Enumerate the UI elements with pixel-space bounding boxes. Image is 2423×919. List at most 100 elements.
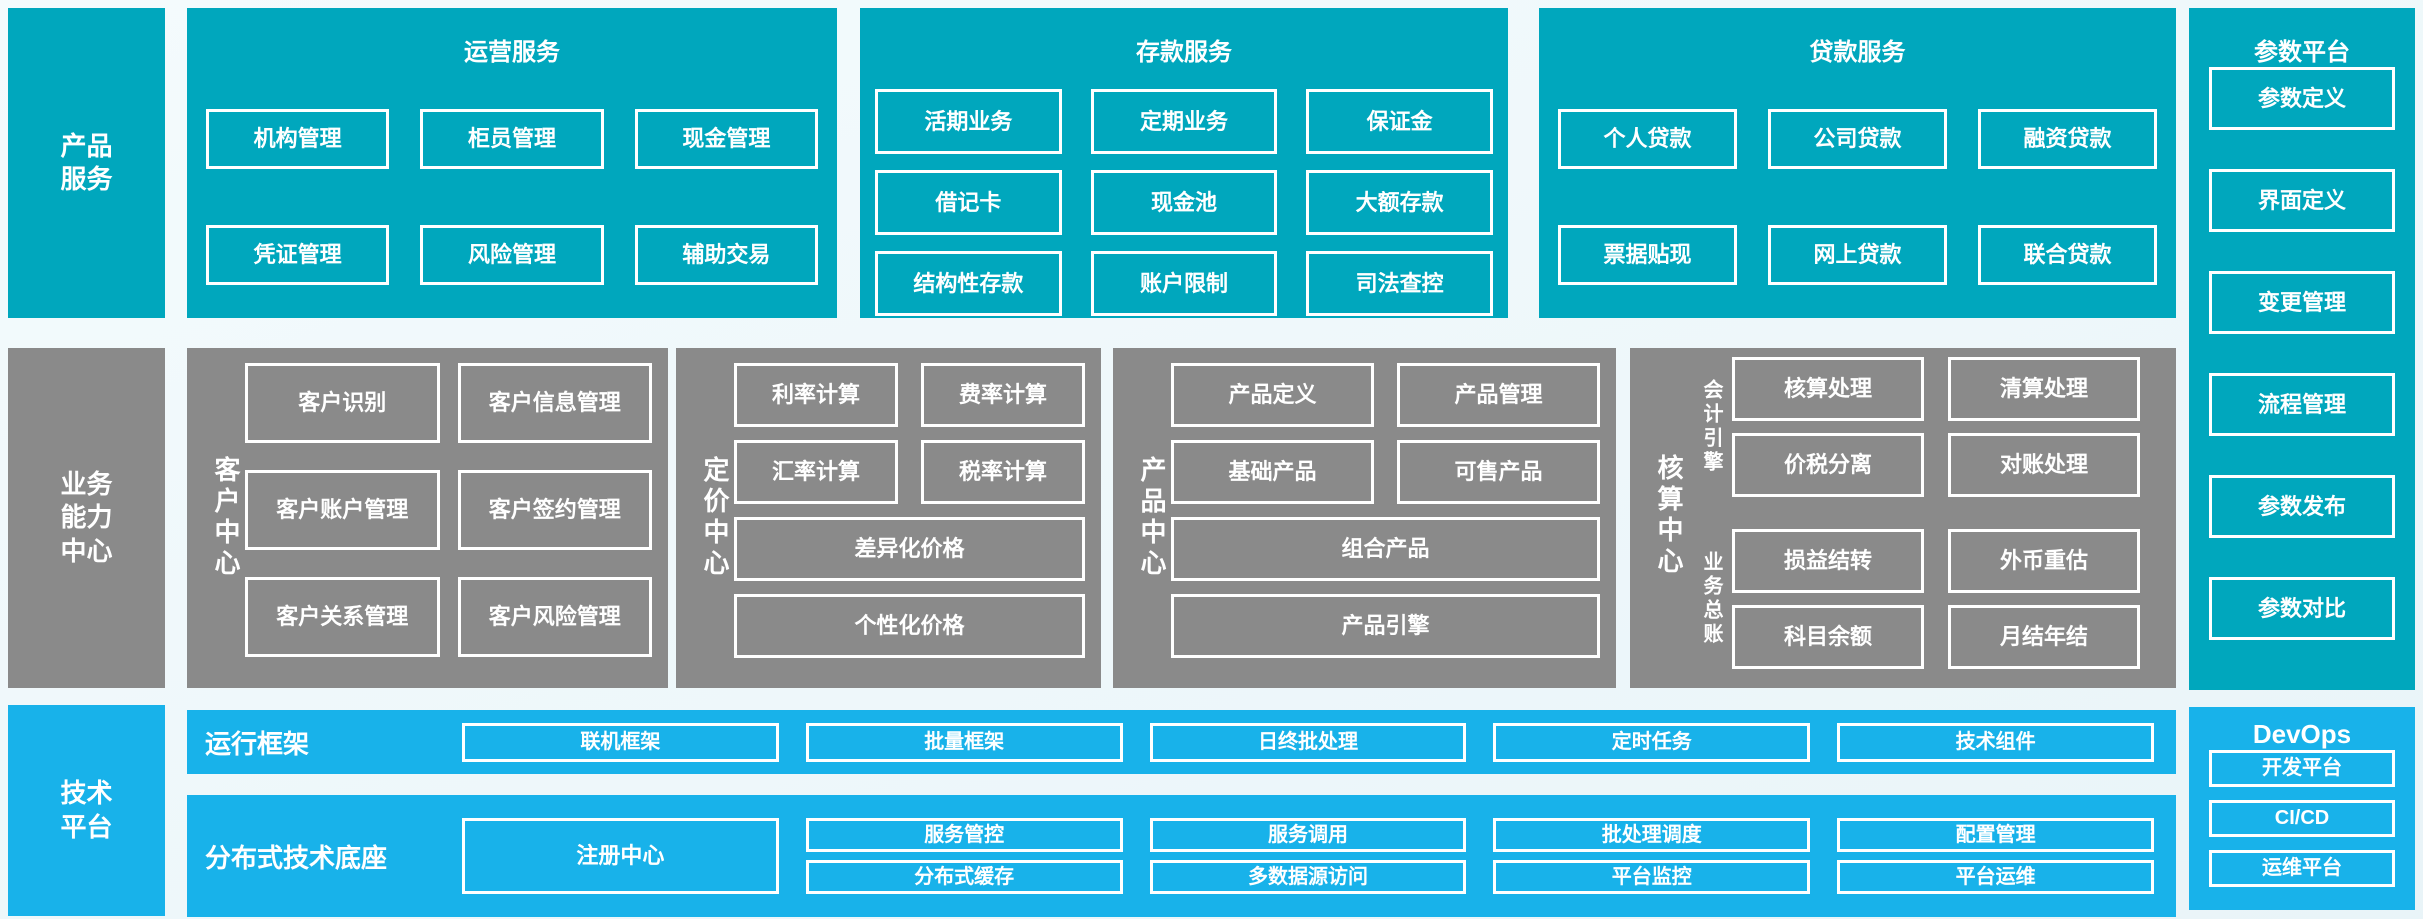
- runtime-item: 日终批处理: [1149, 722, 1467, 762]
- loan-item: 网上贷款: [1768, 225, 1947, 285]
- panel-deposit-services: 存款服务 活期业务 定期业务 保证金 借记卡 现金池 大额存款 结构性存款 账户…: [860, 8, 1508, 318]
- pricing-item-wide: 差异化价格: [734, 517, 1085, 581]
- panel-pricing-center: 定价中心 利率计算 费率计算 汇率计算 税率计算 差异化价格 个性化价格: [676, 348, 1101, 688]
- runtime-item: 技术组件: [1837, 722, 2154, 762]
- parameter-item: 参数对比: [2209, 577, 2395, 640]
- runtime-framework-label: 运行框架: [205, 728, 310, 759]
- customer-center-label: 客户中心: [211, 455, 241, 580]
- panel-runtime-framework: 运行框架 联机框架 批量框架 日终批处理 定时任务 技术组件: [187, 710, 2176, 774]
- panel-parameter-platform: 参数平台 参数定义 界面定义 变更管理 流程管理 参数发布 参数对比: [2189, 8, 2415, 690]
- product-item-wide: 组合产品: [1171, 517, 1600, 581]
- distributed-item: 多数据源访问: [1149, 860, 1467, 894]
- loan-services-grid: 个人贷款 公司贷款 融资贷款 票据贴现 网上贷款 联合贷款: [1539, 109, 2176, 285]
- customer-item: 客户风险管理: [457, 577, 652, 657]
- product-center-label: 产品中心: [1137, 455, 1167, 580]
- parameter-item: 变更管理: [2209, 271, 2395, 334]
- distributed-item: 配置管理: [1837, 818, 2154, 852]
- sidebar-business-capability-center: 业务能力中心: [8, 348, 165, 688]
- accounting-item: 损益结转: [1732, 529, 1924, 593]
- product-item: 可售产品: [1397, 440, 1600, 504]
- accounting-engine-group: 会计引擎 核算处理 清算处理 价税分离 对账处理: [1688, 357, 2140, 497]
- distributed-column: 批处理调度 平台监控: [1493, 818, 1811, 894]
- distributed-item: 平台运维: [1837, 860, 2154, 894]
- business-ledger-grid: 损益结转 外币重估 科目余额 月结年结: [1732, 529, 2140, 669]
- registry-center-box: 注册中心: [462, 818, 779, 894]
- accounting-item: 外币重估: [1948, 529, 2140, 593]
- operation-item: 机构管理: [206, 109, 390, 169]
- pricing-item: 利率计算: [734, 363, 898, 427]
- operation-item: 辅助交易: [634, 225, 818, 285]
- panel-loan-services: 贷款服务 个人贷款 公司贷款 融资贷款 票据贴现 网上贷款 联合贷款: [1539, 8, 2176, 318]
- deposit-item: 现金池: [1090, 170, 1278, 235]
- distributed-tech-base-label: 分布式技术底座: [205, 842, 388, 873]
- accounting-item: 价税分离: [1732, 433, 1924, 497]
- operation-item: 凭证管理: [206, 225, 390, 285]
- loan-item: 融资贷款: [1978, 109, 2157, 169]
- accounting-item: 核算处理: [1732, 357, 1924, 421]
- operation-item: 风险管理: [420, 225, 604, 285]
- deposit-item: 账户限制: [1090, 251, 1278, 316]
- distributed-column: 配置管理 平台运维: [1837, 818, 2154, 894]
- customer-item: 客户账户管理: [245, 470, 440, 550]
- distributed-registry-column: 注册中心: [462, 818, 779, 894]
- parameter-item: 流程管理: [2209, 373, 2395, 436]
- parameter-platform-title: 参数平台: [2254, 39, 2350, 66]
- deposit-item: 大额存款: [1306, 170, 1493, 235]
- distributed-item: 分布式缓存: [805, 860, 1123, 894]
- product-center-grid: 产品定义 产品管理 基础产品 可售产品 组合产品 产品引擎: [1171, 363, 1600, 672]
- parameter-item: 界面定义: [2209, 169, 2395, 232]
- panel-devops: DevOps 开发平台 CI/CD 运维平台: [2189, 707, 2415, 910]
- deposit-item: 结构性存款: [875, 251, 1062, 316]
- customer-item: 客户信息管理: [457, 363, 652, 443]
- distributed-item: 平台监控: [1493, 860, 1811, 894]
- parameter-item: 参数发布: [2209, 475, 2395, 538]
- panel-product-center: 产品中心 产品定义 产品管理 基础产品 可售产品 组合产品 产品引擎: [1113, 348, 1616, 688]
- deposit-services-title: 存款服务: [1136, 39, 1232, 66]
- loan-item: 公司贷款: [1768, 109, 1947, 169]
- loan-item: 票据贴现: [1558, 225, 1737, 285]
- accounting-item: 对账处理: [1948, 433, 2140, 497]
- accounting-engine-grid: 核算处理 清算处理 价税分离 对账处理: [1732, 357, 2140, 497]
- customer-center-grid: 客户识别 客户信息管理 客户账户管理 客户签约管理 客户关系管理 客户风险管理: [245, 363, 652, 672]
- pricing-item: 费率计算: [921, 363, 1085, 427]
- sidebar-product-services-label: 产品服务: [60, 130, 113, 194]
- accounting-item: 科目余额: [1732, 605, 1924, 669]
- devops-item: CI/CD: [2209, 800, 2395, 837]
- customer-item: 客户识别: [245, 363, 440, 443]
- runtime-item: 联机框架: [462, 722, 779, 762]
- pricing-center-grid: 利率计算 费率计算 汇率计算 税率计算 差异化价格 个性化价格: [734, 363, 1085, 672]
- operation-services-title: 运营服务: [464, 39, 560, 66]
- distributed-item: 服务管控: [805, 818, 1123, 852]
- accounting-item: 清算处理: [1948, 357, 2140, 421]
- operation-services-grid: 机构管理 柜员管理 现金管理 凭证管理 风险管理 辅助交易: [187, 109, 837, 285]
- deposit-item: 司法查控: [1306, 251, 1493, 316]
- business-ledger-label: 业务总账: [1700, 551, 1722, 647]
- accounting-engine-label: 会计引擎: [1700, 379, 1722, 475]
- business-ledger-group: 业务总账 损益结转 外币重估 科目余额 月结年结: [1688, 529, 2140, 669]
- operation-item: 现金管理: [634, 109, 818, 169]
- deposit-item: 活期业务: [875, 89, 1062, 154]
- product-item: 产品定义: [1171, 363, 1374, 427]
- runtime-item: 批量框架: [805, 722, 1123, 762]
- product-item: 产品管理: [1397, 363, 1600, 427]
- distributed-column: 服务调用 多数据源访问: [1149, 818, 1467, 894]
- product-item: 基础产品: [1171, 440, 1374, 504]
- pricing-center-label: 定价中心: [700, 455, 730, 580]
- sidebar-tech-platform: 技术平台: [8, 705, 165, 916]
- runtime-item: 定时任务: [1493, 722, 1811, 762]
- panel-distributed-tech-base: 分布式技术底座 注册中心 服务管控 分布式缓存 服务调用 多数据源访问 批处理调…: [187, 795, 2176, 917]
- sidebar-business-capability-label: 业务能力中心: [60, 469, 113, 566]
- customer-item: 客户关系管理: [245, 577, 440, 657]
- pricing-item-wide: 个性化价格: [734, 594, 1085, 658]
- deposit-item: 借记卡: [875, 170, 1062, 235]
- deposit-services-grid: 活期业务 定期业务 保证金 借记卡 现金池 大额存款 结构性存款 账户限制 司法…: [860, 89, 1508, 316]
- accounting-center-label: 核算中心: [1654, 453, 1684, 578]
- panel-accounting-center: 核算中心 会计引擎 核算处理 清算处理 价税分离 对账处理 业务总账 损益结转 …: [1630, 348, 2176, 688]
- devops-item: 开发平台: [2209, 750, 2395, 787]
- parameter-item: 参数定义: [2209, 67, 2395, 130]
- sidebar-tech-platform-label: 技术平台: [60, 778, 113, 842]
- accounting-groups: 会计引擎 核算处理 清算处理 价税分离 对账处理 业务总账 损益结转 外币重估 …: [1688, 357, 2140, 674]
- loan-item: 个人贷款: [1558, 109, 1737, 169]
- panel-customer-center: 客户中心 客户识别 客户信息管理 客户账户管理 客户签约管理 客户关系管理 客户…: [187, 348, 668, 688]
